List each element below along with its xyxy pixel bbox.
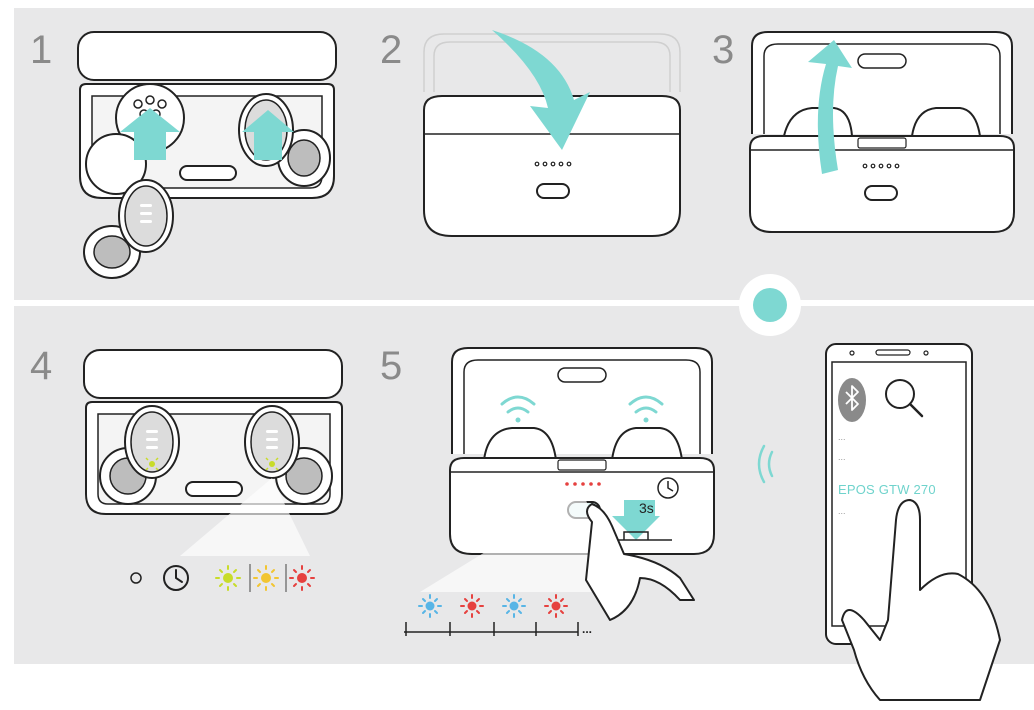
step4-case [84, 350, 342, 556]
led-red-icon [545, 595, 567, 617]
step2-case [424, 30, 680, 236]
led-red-icon [461, 595, 483, 617]
phone-device-name[interactable]: EPOS GTW 270 [838, 482, 936, 497]
step5-blink-timeline-art [404, 595, 578, 636]
bluetooth-icon [753, 288, 787, 322]
phone-list-item-2[interactable]: ... [838, 452, 846, 462]
timeline-ellipsis: ... [582, 622, 592, 636]
led-yellow-icon [254, 566, 278, 590]
led-blue-icon [503, 595, 525, 617]
led-green-icon [216, 566, 240, 590]
step4-led-legend-art [131, 564, 314, 592]
phone-list-item-1[interactable]: ... [838, 432, 846, 442]
phone-illustration [759, 344, 1000, 700]
phone-list-item-3[interactable]: ... [838, 506, 846, 516]
led-red-icon [290, 566, 314, 590]
step5-case [420, 348, 714, 620]
led-blue-icon [419, 595, 441, 617]
bluetooth-badge [739, 274, 801, 336]
step3-case [750, 32, 1014, 232]
step1-case [78, 32, 336, 278]
press-duration-label: 3s [638, 500, 655, 516]
